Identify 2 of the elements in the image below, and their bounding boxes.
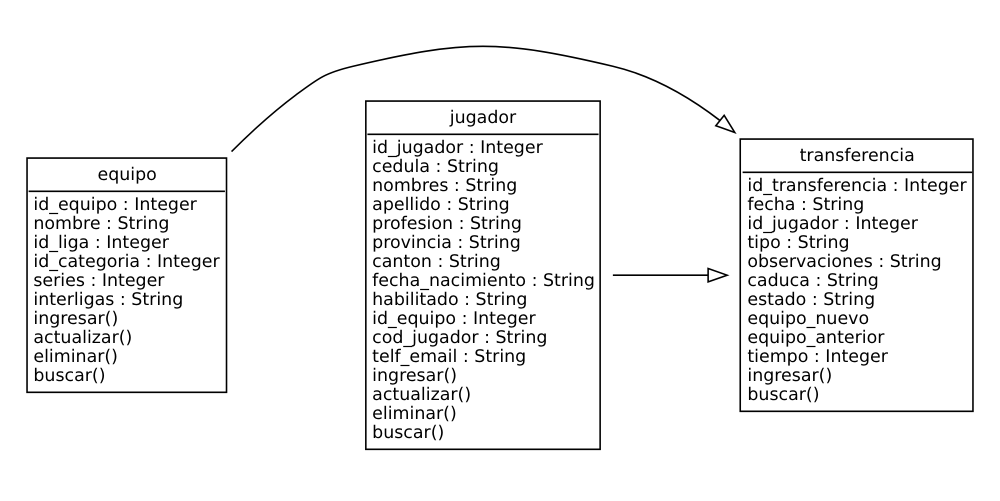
arrow	[612, 266, 730, 282]
arrow	[231, 45, 737, 152]
